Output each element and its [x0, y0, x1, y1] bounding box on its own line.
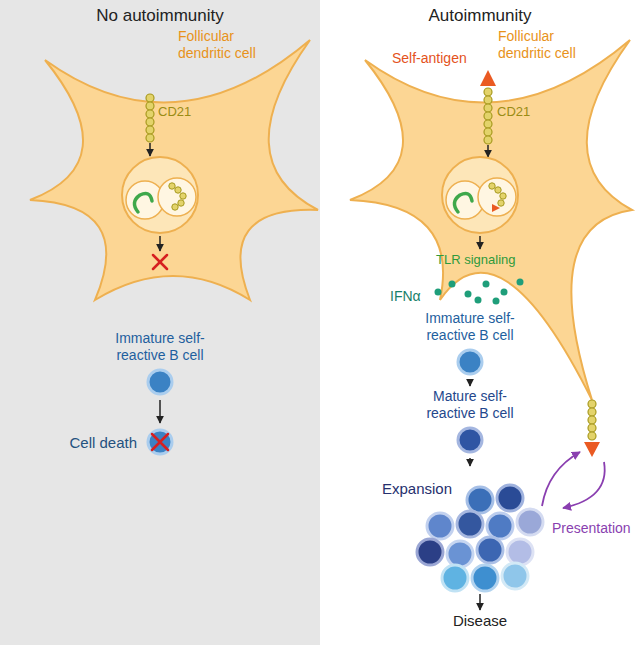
annotation-label: Self-antigen [392, 50, 467, 66]
flow-arrow [479, 594, 481, 610]
b-cell-cluster [417, 485, 543, 591]
node-text: Immature self-reactive B cell [98, 330, 222, 364]
blocked-arrow [159, 236, 161, 251]
b-cell-body [458, 428, 482, 452]
endosome [122, 157, 198, 233]
cell-cluster: Expansion [380, 468, 550, 592]
block-cross [153, 255, 167, 269]
node-text: Disease [440, 612, 520, 629]
b-cell: Immature self-reactive B cell [98, 330, 222, 398]
cd21-receptor [146, 94, 154, 142]
panel-title: No autoimmunity [0, 0, 320, 24]
b-cell: Immature self-reactive B cell [408, 310, 532, 378]
panel-title: Autoimmunity [320, 0, 640, 24]
b-cell-circle [408, 344, 532, 378]
node-text: Immature self-reactive B cell [408, 310, 532, 344]
node-text: Expansion [380, 468, 452, 497]
b-cell-body [148, 430, 172, 454]
node-text: Mature self-reactive B cell [411, 388, 529, 422]
uptake-arrow [149, 143, 151, 156]
dendritic-cell [350, 40, 632, 400]
interferon-dots [435, 279, 524, 305]
node-text: Follicular dendritic cell [178, 28, 282, 62]
annotation-label: IFNα [390, 288, 421, 304]
flow-arrow [159, 400, 161, 423]
panel: No autoimmunityFollicular dendritic cell… [0, 0, 320, 645]
dying-cell: Cell death [61, 425, 181, 459]
death-cross [152, 434, 168, 450]
flow-arrow [469, 380, 471, 386]
presentation-arrows [542, 452, 605, 508]
b-cell-body [458, 350, 482, 374]
signal-arrow [479, 236, 481, 249]
b-cell-circle [411, 422, 529, 456]
dendritic-cell [30, 40, 318, 300]
node-text: Cell death [69, 434, 137, 451]
annotation-label: CD21 [497, 104, 530, 120]
cell-label: Follicular dendritic cell [178, 28, 282, 62]
annotation-label: CD21 [158, 104, 191, 120]
b-cell-body [148, 370, 172, 394]
panel-ground [0, 0, 320, 645]
b-cell: Mature self-reactive B cell [411, 388, 529, 456]
annotation-label: Presentation [552, 520, 631, 536]
node-text: Follicular dendritic cell [498, 28, 602, 62]
cd21-receptor [484, 88, 492, 144]
flow-arrow [469, 458, 471, 466]
outcome-label: Disease [440, 612, 520, 629]
presented-antigen [584, 400, 600, 457]
dead-cell-circle [145, 427, 175, 457]
annotation-label: TLR signaling [436, 252, 516, 268]
panel: AutoimmunityFollicular dendritic cellImm… [320, 0, 640, 645]
cell-label: Follicular dendritic cell [498, 28, 602, 62]
endosome [442, 157, 518, 233]
self-antigen-triangle [480, 70, 496, 86]
uptake-arrow [487, 145, 489, 157]
b-cell-circle [98, 364, 222, 398]
